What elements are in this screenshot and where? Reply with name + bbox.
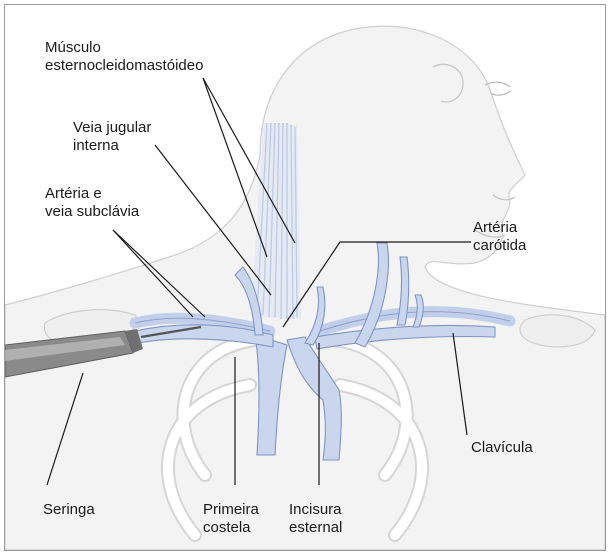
anatomy-illustration <box>5 5 605 550</box>
label-arteria-veia-line2: veia subclávia <box>45 203 139 221</box>
label-musculo-line1: Músculo <box>45 39 203 57</box>
label-veia-jugular: Veia jugular interna <box>73 119 151 155</box>
label-incisura-esternal: Incisura esternal <box>289 501 342 537</box>
label-veia-jugular-line2: interna <box>73 137 151 155</box>
label-incisura-line1: Incisura <box>289 501 342 519</box>
label-musculo: Músculo esternocleidomastóideo <box>45 39 203 75</box>
label-primeira-costela: Primeira costela <box>203 501 259 537</box>
label-incisura-line2: esternal <box>289 519 342 537</box>
label-clavicula: Clavícula <box>471 439 533 457</box>
label-arteria-carotida-line2: carótida <box>473 237 526 255</box>
label-arteria-veia-subclavia: Artéria e veia subclávia <box>45 185 139 221</box>
label-primeira-costela-line2: costela <box>203 519 259 537</box>
label-musculo-line2: esternocleidomastóideo <box>45 57 203 75</box>
body-silhouette <box>5 26 605 550</box>
label-arteria-veia-line1: Artéria e <box>45 185 139 203</box>
label-veia-jugular-line1: Veia jugular <box>73 119 151 137</box>
label-primeira-costela-line1: Primeira <box>203 501 259 519</box>
label-seringa: Seringa <box>43 501 95 519</box>
label-arteria-carotida: Artéria carótida <box>473 219 526 255</box>
label-arteria-carotida-line1: Artéria <box>473 219 526 237</box>
illustration-frame: Músculo esternocleidomastóideo Veia jugu… <box>4 4 606 551</box>
